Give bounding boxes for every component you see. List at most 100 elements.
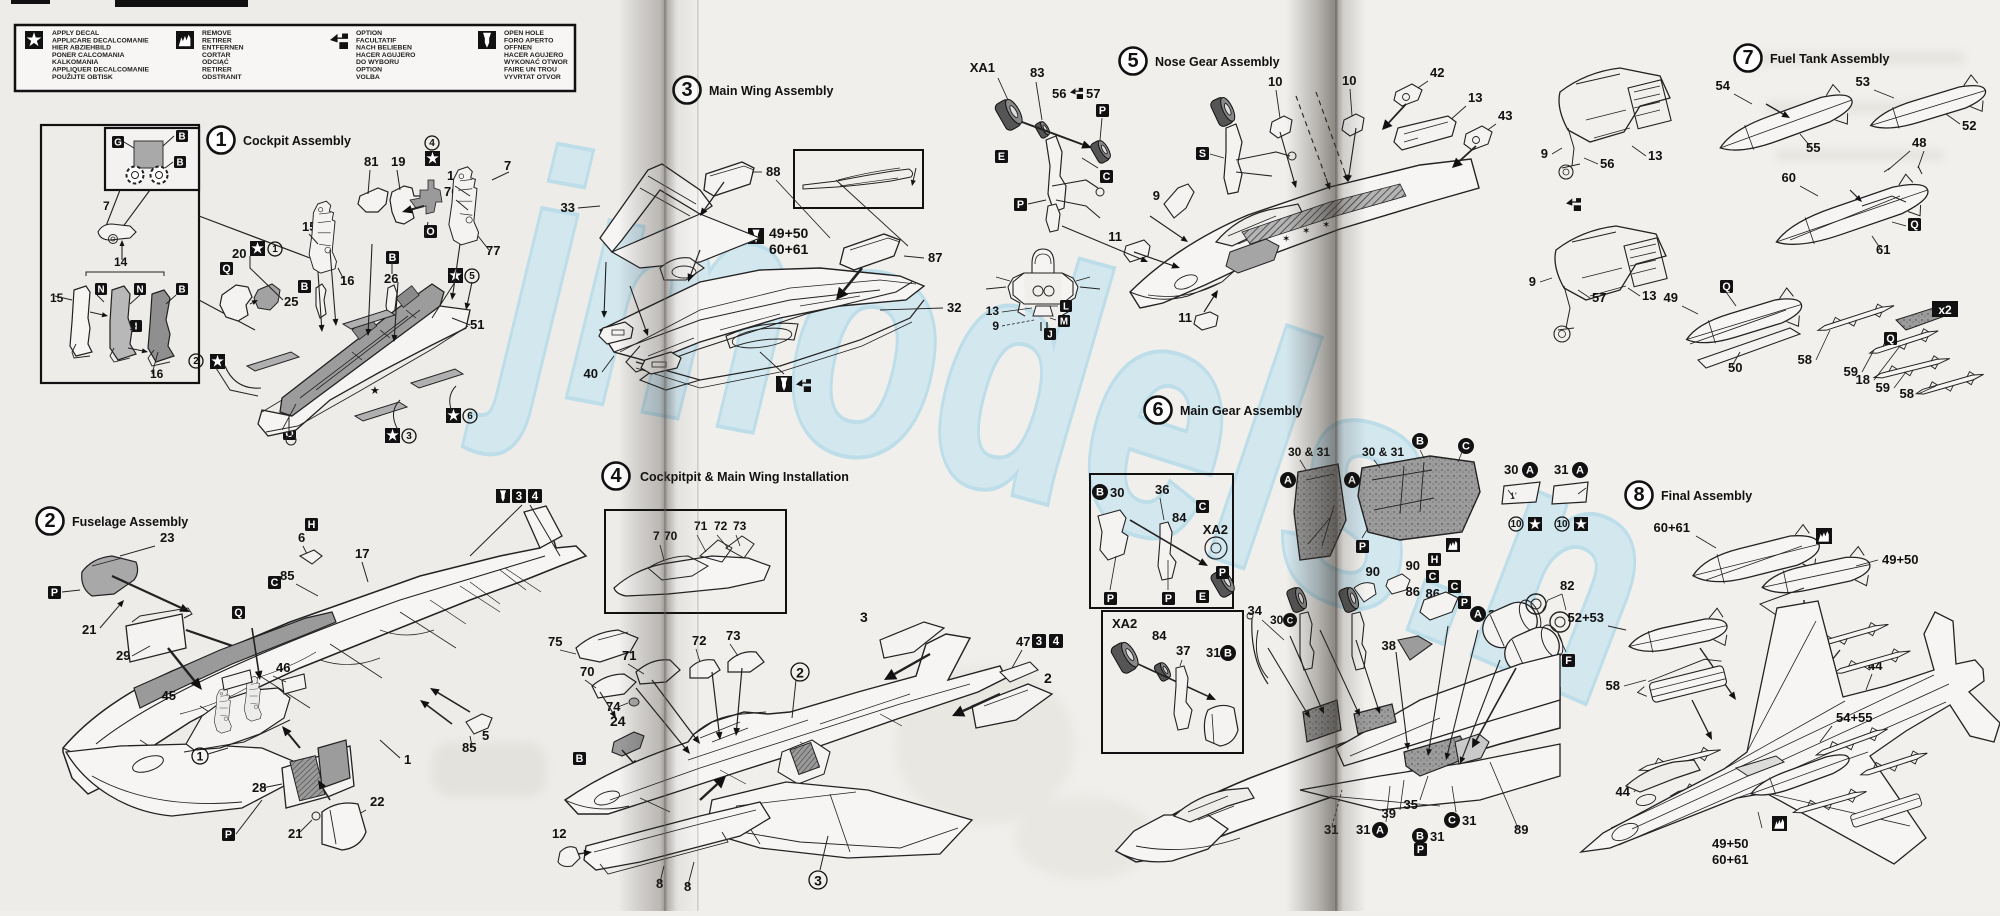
svg-text:ODSTRANIT: ODSTRANIT [202, 74, 242, 81]
svg-text:P: P [225, 829, 232, 841]
svg-text:55: 55 [1806, 140, 1820, 155]
svg-text:3: 3 [406, 431, 412, 442]
svg-text:1: 1 [215, 129, 226, 151]
svg-text:B: B [178, 131, 185, 142]
svg-text:A: A [1474, 609, 1482, 621]
svg-text:HACER AGUJERO: HACER AGUJERO [356, 52, 415, 59]
svg-text:NACH BELIEBEN: NACH BELIEBEN [356, 45, 412, 52]
svg-text:★: ★ [385, 428, 399, 445]
svg-text:87: 87 [928, 250, 942, 265]
svg-text:83: 83 [1030, 65, 1044, 80]
svg-text:4: 4 [532, 491, 539, 503]
svg-text:5: 5 [469, 271, 475, 282]
svg-text:P: P [1219, 567, 1226, 579]
svg-text:21: 21 [82, 622, 96, 637]
svg-text:★: ★ [250, 241, 264, 258]
svg-text:B: B [576, 753, 584, 765]
svg-text:84: 84 [1152, 628, 1167, 643]
svg-text:2: 2 [44, 510, 55, 532]
svg-text:HIER ABZIEHBILD: HIER ABZIEHBILD [52, 45, 111, 52]
svg-text:7: 7 [1742, 47, 1753, 69]
svg-text:N: N [136, 284, 143, 295]
svg-text:XA1: XA1 [970, 60, 995, 75]
svg-text:APPLICARE DECALCOMANIE: APPLICARE DECALCOMANIE [52, 37, 149, 44]
svg-text:32: 32 [947, 300, 961, 315]
svg-text:37: 37 [1176, 643, 1190, 658]
svg-text:★: ★ [1528, 516, 1541, 533]
svg-text:54+55: 54+55 [1836, 710, 1873, 725]
svg-text:C: C [1451, 581, 1459, 593]
svg-text:18: 18 [1856, 372, 1870, 387]
svg-text:85: 85 [280, 568, 294, 583]
svg-text:81: 81 [364, 154, 378, 169]
svg-text:P: P [1461, 597, 1468, 609]
svg-text:58: 58 [1798, 352, 1812, 367]
svg-text:I: I [135, 321, 138, 332]
svg-text:28: 28 [252, 780, 266, 795]
svg-text:10: 10 [1556, 519, 1568, 530]
svg-text:ENTFERNEN: ENTFERNEN [202, 45, 244, 52]
svg-text:★: ★ [446, 408, 460, 425]
svg-text:72: 72 [714, 519, 728, 533]
svg-text:CORTAR: CORTAR [202, 52, 231, 59]
svg-text:31: 31 [1206, 645, 1220, 660]
svg-text:B: B [1416, 436, 1424, 448]
svg-text:C: C [271, 577, 279, 589]
svg-text:5: 5 [1127, 50, 1138, 72]
svg-text:4: 4 [1053, 636, 1060, 648]
svg-text:3: 3 [814, 873, 822, 889]
svg-text:56: 56 [1600, 156, 1614, 171]
svg-text:WYKONAĆ OTWOR: WYKONAĆ OTWOR [504, 57, 568, 66]
svg-text:51: 51 [470, 317, 484, 332]
svg-text:60+61: 60+61 [1712, 852, 1749, 867]
svg-text:Q: Q [222, 263, 230, 275]
svg-text:J: J [1047, 329, 1052, 340]
svg-text:44: 44 [1616, 784, 1631, 799]
svg-text:31: 31 [1554, 462, 1568, 477]
svg-text:F: F [1565, 655, 1572, 667]
svg-text:OPTION: OPTION [356, 30, 382, 37]
svg-text:59: 59 [1876, 380, 1890, 395]
svg-text:26: 26 [384, 271, 398, 286]
svg-text:43: 43 [1498, 108, 1512, 123]
svg-text:9: 9 [1529, 274, 1536, 289]
svg-text:Q: Q [1910, 219, 1918, 231]
svg-text:90: 90 [1406, 558, 1420, 573]
svg-text:1: 1 [197, 750, 204, 764]
svg-text:15: 15 [50, 291, 64, 305]
svg-text:74: 74 [606, 699, 621, 714]
svg-text:29: 29 [116, 648, 130, 663]
svg-text:★: ★ [25, 30, 42, 51]
svg-text:Q: Q [234, 607, 242, 619]
svg-text:61: 61 [1876, 242, 1890, 257]
svg-text:30: 30 [1270, 613, 1284, 627]
svg-text:31: 31 [1430, 829, 1444, 844]
svg-text:17: 17 [355, 546, 369, 561]
svg-text:O: O [426, 226, 434, 238]
svg-text:40: 40 [584, 366, 598, 381]
svg-text:E: E [1199, 591, 1206, 603]
svg-text:S: S [1199, 148, 1206, 160]
svg-text:58: 58 [1606, 678, 1620, 693]
svg-text:58: 58 [1900, 386, 1914, 401]
svg-text:B: B [301, 281, 309, 293]
svg-text:30: 30 [1110, 485, 1124, 500]
svg-text:APPLY DECAL: APPLY DECAL [52, 30, 99, 37]
svg-text:90: 90 [1366, 564, 1380, 579]
svg-text:Cockpit Assembly: Cockpit Assembly [243, 134, 351, 148]
svg-text:3: 3 [860, 609, 868, 625]
svg-text:POUŽIJTE OBTISK: POUŽIJTE OBTISK [52, 72, 113, 81]
svg-text:4: 4 [429, 138, 435, 149]
svg-text:APPLIQUER DECALCOMANIE: APPLIQUER DECALCOMANIE [52, 67, 150, 74]
svg-text:Nose Gear Assembly: Nose Gear Assembly [1155, 55, 1280, 69]
svg-text:FAIRE UN TROU: FAIRE UN TROU [504, 67, 557, 74]
svg-text:12: 12 [552, 826, 566, 841]
svg-text:6: 6 [1152, 399, 1163, 421]
svg-text:7: 7 [504, 158, 511, 173]
svg-text:HACER AGUJERO: HACER AGUJERO [504, 52, 563, 59]
svg-text:8: 8 [1633, 484, 1644, 506]
svg-text:9: 9 [1541, 146, 1548, 161]
svg-text:30: 30 [1504, 462, 1518, 477]
svg-text:53: 53 [1856, 74, 1870, 89]
svg-text:73: 73 [733, 519, 747, 533]
